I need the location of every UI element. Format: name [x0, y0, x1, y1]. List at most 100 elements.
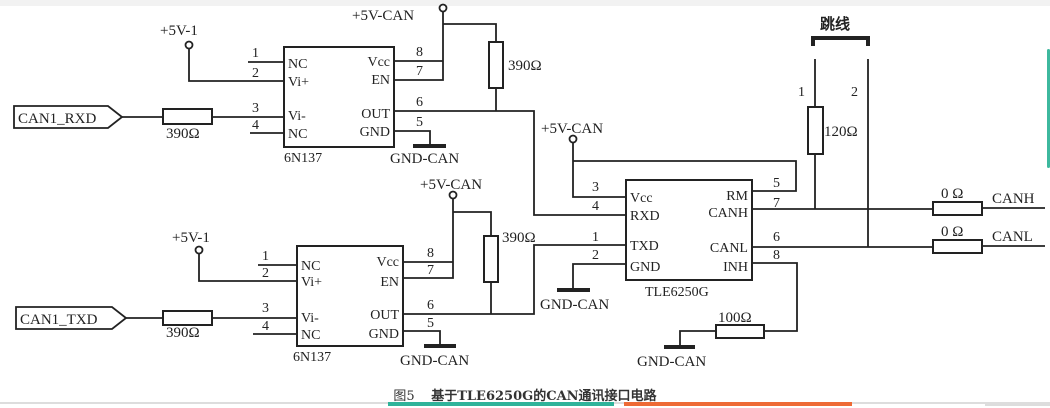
- resistor-termination: [807, 106, 824, 155]
- gnd-top-label: GND-CAN: [390, 151, 459, 167]
- vcan-bottom-label: +5V-CAN: [420, 177, 482, 193]
- side-accent-bar: [1047, 49, 1050, 168]
- pin-number: 5: [773, 176, 780, 191]
- pin-label: RXD: [630, 209, 660, 224]
- resistor-value: 390Ω: [166, 126, 200, 142]
- wire: [453, 211, 492, 236]
- pin-label: GND: [630, 260, 660, 275]
- jumper-cap: [811, 36, 870, 46]
- resistor-inh: [715, 324, 765, 339]
- vplus1-bottom-label: +5V-1: [172, 230, 210, 246]
- gnd-mid-label: GND-CAN: [540, 297, 609, 313]
- pin-label: INH: [723, 260, 748, 275]
- optocoupler-top-body: [283, 46, 395, 148]
- resistor-txd-in: [162, 310, 213, 326]
- wire: [679, 330, 716, 346]
- txd-port-shape: [15, 306, 128, 330]
- pin-label: NC: [301, 328, 320, 343]
- pin-label: Vi+: [288, 75, 309, 90]
- pin-number: 2: [252, 66, 259, 81]
- vcan-mid-label: +5V-CAN: [541, 121, 603, 137]
- pin-number: 7: [427, 263, 434, 278]
- transceiver-section: +5V-CAN 3 4 1 2 GND-CAN Vcc RXD TXD GND …: [540, 121, 798, 370]
- pin-label: OUT: [361, 107, 390, 122]
- wire: [198, 254, 296, 282]
- wire: [394, 130, 431, 145]
- resistor-value: 120Ω: [824, 124, 858, 140]
- pin-number: 4: [592, 199, 599, 214]
- gnd-bottom-opto-label: GND-CAN: [400, 353, 469, 369]
- chip-name: 6N137: [293, 350, 331, 365]
- bus-output-section: 跳线 1 2 120Ω 0 Ω CANH 0 Ω CANL: [752, 15, 1045, 254]
- pin-number: 3: [592, 180, 599, 195]
- jumper-label: 跳线: [820, 15, 850, 33]
- canh-out-label: CANH: [992, 191, 1035, 207]
- pin-number: 8: [773, 248, 780, 263]
- pin-label: Vi-: [301, 311, 319, 326]
- tab-indicator-teal[interactable]: [388, 402, 614, 406]
- pin-number: 6: [427, 298, 434, 313]
- wire-rxd-to-transceiver: [394, 110, 625, 216]
- pin-number: 3: [262, 301, 269, 316]
- pin-label: GND: [360, 125, 390, 140]
- vplus1-top-terminal: [184, 40, 194, 50]
- caption-prefix: 图5: [393, 389, 415, 404]
- resistor-value: 390Ω: [508, 58, 542, 74]
- pin-number: 5: [427, 316, 434, 331]
- resistor-canh: [932, 201, 983, 216]
- circuit-diagram: +5V-1 1 2 CAN1_RXD 390Ω 3 4 NC Vi+ Vi- N…: [13, 3, 1045, 370]
- pin-number: 2: [262, 266, 269, 281]
- figure-caption: 图5 基于TLE6250G的CAN通讯接口电路: [0, 385, 1050, 404]
- pin-number: 7: [416, 64, 423, 79]
- pin-label: EN: [380, 275, 399, 290]
- rxd-input-section: +5V-1 1 2 CAN1_RXD 390Ω 3 4 NC Vi+ Vi- N…: [13, 3, 625, 216]
- jumper-pin2: 2: [851, 85, 858, 100]
- wire-txd-to-transceiver: [403, 244, 625, 315]
- pin-label: CANL: [710, 241, 748, 256]
- resistor-value: 0 Ω: [941, 224, 963, 240]
- resistor-txd-pullup: [483, 235, 499, 283]
- resistor-value: 0 Ω: [941, 186, 963, 202]
- pin-number: 1: [262, 249, 269, 264]
- vcan-mid-terminal: [568, 134, 578, 144]
- wire: [572, 263, 625, 289]
- pin-label: Vcc: [630, 191, 653, 206]
- wire-inh: [752, 262, 798, 332]
- vcan-top-label: +5V-CAN: [352, 8, 414, 24]
- top-bar: [0, 0, 1050, 6]
- pin-label: Vi-: [288, 109, 306, 124]
- pin-label: CANH: [708, 206, 748, 221]
- resistor-canl: [932, 239, 983, 254]
- jumper-pin1: 1: [798, 85, 805, 100]
- pin-number: 6: [416, 95, 423, 110]
- txd-output-section: +5V-1 1 2 CAN1_TXD 390Ω 3 4 NC Vi+ Vi- N…: [15, 177, 625, 369]
- transceiver-body: [625, 179, 753, 281]
- optocoupler-bottom-body: [296, 245, 404, 347]
- pin-label: Vi+: [301, 275, 322, 290]
- wire-rm: [573, 160, 797, 192]
- tab-indicator-grey[interactable]: [985, 402, 1050, 406]
- pin-label: Vcc: [376, 255, 399, 270]
- resistor-rxd-pullup: [488, 41, 504, 89]
- gnd-inh-label: GND-CAN: [637, 354, 706, 370]
- pin-number: 7: [773, 196, 780, 211]
- pin-number: 5: [416, 115, 423, 130]
- pin-label: Vcc: [367, 55, 390, 70]
- tab-indicator-orange[interactable]: [624, 402, 852, 406]
- pin-number: 4: [262, 319, 269, 334]
- pin-label: OUT: [370, 308, 399, 323]
- pin-number: 6: [773, 230, 780, 245]
- caption-text: 基于TLE6250G的CAN通讯接口电路: [431, 389, 657, 404]
- chip-name: TLE6250G: [645, 285, 709, 300]
- pin-number: 8: [427, 246, 434, 261]
- wire: [394, 12, 444, 81]
- rxd-port-shape: [13, 105, 124, 129]
- pin-label: NC: [301, 259, 320, 274]
- pin-label: NC: [288, 127, 307, 142]
- resistor-value: 100Ω: [718, 310, 752, 326]
- resistor-rxd-in: [162, 108, 213, 125]
- vplus1-bottom-terminal: [194, 245, 204, 255]
- pin-number: 1: [252, 46, 259, 61]
- pin-number: 8: [416, 45, 423, 60]
- pin-number: 2: [592, 248, 599, 263]
